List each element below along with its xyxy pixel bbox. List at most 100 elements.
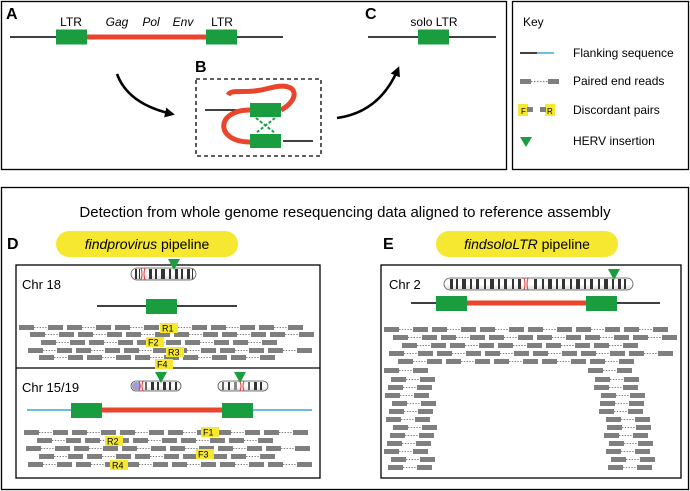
read-pair bbox=[611, 457, 655, 462]
read-pair bbox=[533, 351, 577, 356]
read-pair bbox=[268, 348, 312, 353]
findprovirus-pill bbox=[56, 231, 238, 257]
gene-gag: Gag bbox=[106, 15, 129, 29]
read-pair bbox=[264, 430, 308, 435]
arrow-a-to-b-icon bbox=[115, 73, 175, 118]
read-pair bbox=[268, 462, 312, 467]
findprovirus-pill-label: findprovirus pipeline bbox=[85, 236, 210, 252]
read-pair bbox=[172, 462, 216, 467]
read-pair bbox=[609, 441, 653, 446]
read-pair bbox=[72, 430, 116, 435]
read-pair bbox=[126, 332, 170, 337]
paired-reads-icon bbox=[520, 79, 559, 84]
svg-text:R: R bbox=[547, 107, 553, 116]
read-pair bbox=[585, 335, 629, 340]
panel-b-letter: B bbox=[195, 59, 207, 76]
read-pair bbox=[37, 438, 81, 443]
read-pair bbox=[122, 446, 166, 451]
read-pair bbox=[537, 335, 581, 340]
read-pair bbox=[590, 359, 634, 364]
chr18-label: Chr 18 bbox=[22, 277, 61, 292]
read-pair bbox=[41, 340, 85, 345]
read-pair bbox=[450, 343, 494, 348]
read-pair bbox=[446, 359, 490, 364]
chr2-ideogram bbox=[443, 269, 634, 291]
bottom-title: Detection from whole genome resequencing… bbox=[79, 204, 611, 221]
solo-ltr-label: solo LTR bbox=[410, 15, 457, 29]
svg-text:F3: F3 bbox=[198, 450, 209, 460]
read-pair bbox=[233, 340, 277, 345]
panel-c-letter: C bbox=[365, 6, 377, 23]
read-pair bbox=[393, 425, 437, 430]
read-pair bbox=[229, 438, 273, 443]
panel-d-letter: D bbox=[7, 236, 19, 253]
gene-env: Env bbox=[173, 15, 195, 29]
read-pair bbox=[386, 417, 430, 422]
key-frame bbox=[511, 0, 690, 171]
svg-text:F1: F1 bbox=[203, 428, 214, 438]
read-pair bbox=[389, 351, 433, 356]
read-pair bbox=[211, 325, 255, 330]
read-pair bbox=[385, 393, 429, 398]
svg-text:R2: R2 bbox=[107, 437, 119, 447]
read-pair bbox=[26, 446, 70, 451]
read-pair bbox=[594, 343, 638, 348]
read-pair bbox=[437, 351, 481, 356]
read-pair bbox=[388, 465, 432, 470]
ltr-right-label: LTR bbox=[211, 15, 233, 29]
findsololtr-pill bbox=[436, 231, 618, 257]
read-pair bbox=[546, 343, 590, 348]
read-pair bbox=[588, 368, 632, 373]
ltr-left-box bbox=[56, 29, 87, 45]
read-pair bbox=[28, 348, 72, 353]
key-label-discordant: Discordant pairs bbox=[573, 103, 660, 117]
read-pair bbox=[494, 359, 538, 364]
read-pair bbox=[124, 462, 168, 467]
discordant-pair-icon: F R bbox=[518, 104, 555, 116]
chr15-19-provirus-diagram bbox=[27, 403, 312, 418]
read-pair bbox=[216, 430, 260, 435]
panel-b-dashed-box bbox=[195, 78, 322, 157]
read-pair bbox=[133, 438, 177, 443]
read-pair bbox=[183, 355, 227, 360]
key-label-herv: HERV insertion bbox=[573, 134, 655, 148]
discordant-pair-r2: R2 bbox=[105, 436, 123, 447]
ltr-right-box bbox=[206, 29, 237, 45]
read-pair bbox=[135, 355, 179, 360]
svg-text:R3: R3 bbox=[168, 348, 180, 358]
read-pair bbox=[606, 449, 650, 454]
chr2-provirus-diagram bbox=[411, 296, 660, 311]
read-pair bbox=[607, 425, 651, 430]
read-pair bbox=[629, 351, 673, 356]
read-pair bbox=[441, 335, 485, 340]
read-pair bbox=[489, 335, 533, 340]
read-pair bbox=[115, 325, 159, 330]
discordant-pair-f4: F4 bbox=[155, 359, 173, 370]
discordant-pair-f2: F2 bbox=[146, 337, 164, 348]
read-pair bbox=[599, 409, 643, 414]
read-pair bbox=[595, 377, 639, 382]
read-pair bbox=[270, 332, 314, 337]
read-pair bbox=[74, 446, 118, 451]
read-pair bbox=[384, 327, 428, 332]
read-pair bbox=[600, 401, 644, 406]
panel-e-letter: E bbox=[383, 236, 394, 253]
read-pair bbox=[387, 441, 431, 446]
key-title: Key bbox=[523, 15, 544, 29]
read-pair bbox=[30, 332, 74, 337]
read-pair bbox=[220, 348, 264, 353]
svg-text:F: F bbox=[521, 107, 526, 116]
read-pair bbox=[528, 327, 572, 332]
key-label-flanking: Flanking sequence bbox=[573, 46, 674, 60]
read-pair bbox=[390, 433, 434, 438]
read-pair bbox=[633, 335, 677, 340]
read-pair bbox=[384, 449, 428, 454]
panel-b-recombination bbox=[205, 83, 313, 148]
herv-insertion-triangle-icon bbox=[155, 372, 167, 383]
read-pair bbox=[498, 343, 542, 348]
read-pair bbox=[384, 368, 428, 373]
herv-insertion-triangle-icon bbox=[234, 372, 246, 383]
gene-pol: Pol bbox=[142, 15, 160, 29]
chr18-solo-ltr-diagram bbox=[97, 299, 237, 314]
read-pair bbox=[231, 355, 275, 360]
